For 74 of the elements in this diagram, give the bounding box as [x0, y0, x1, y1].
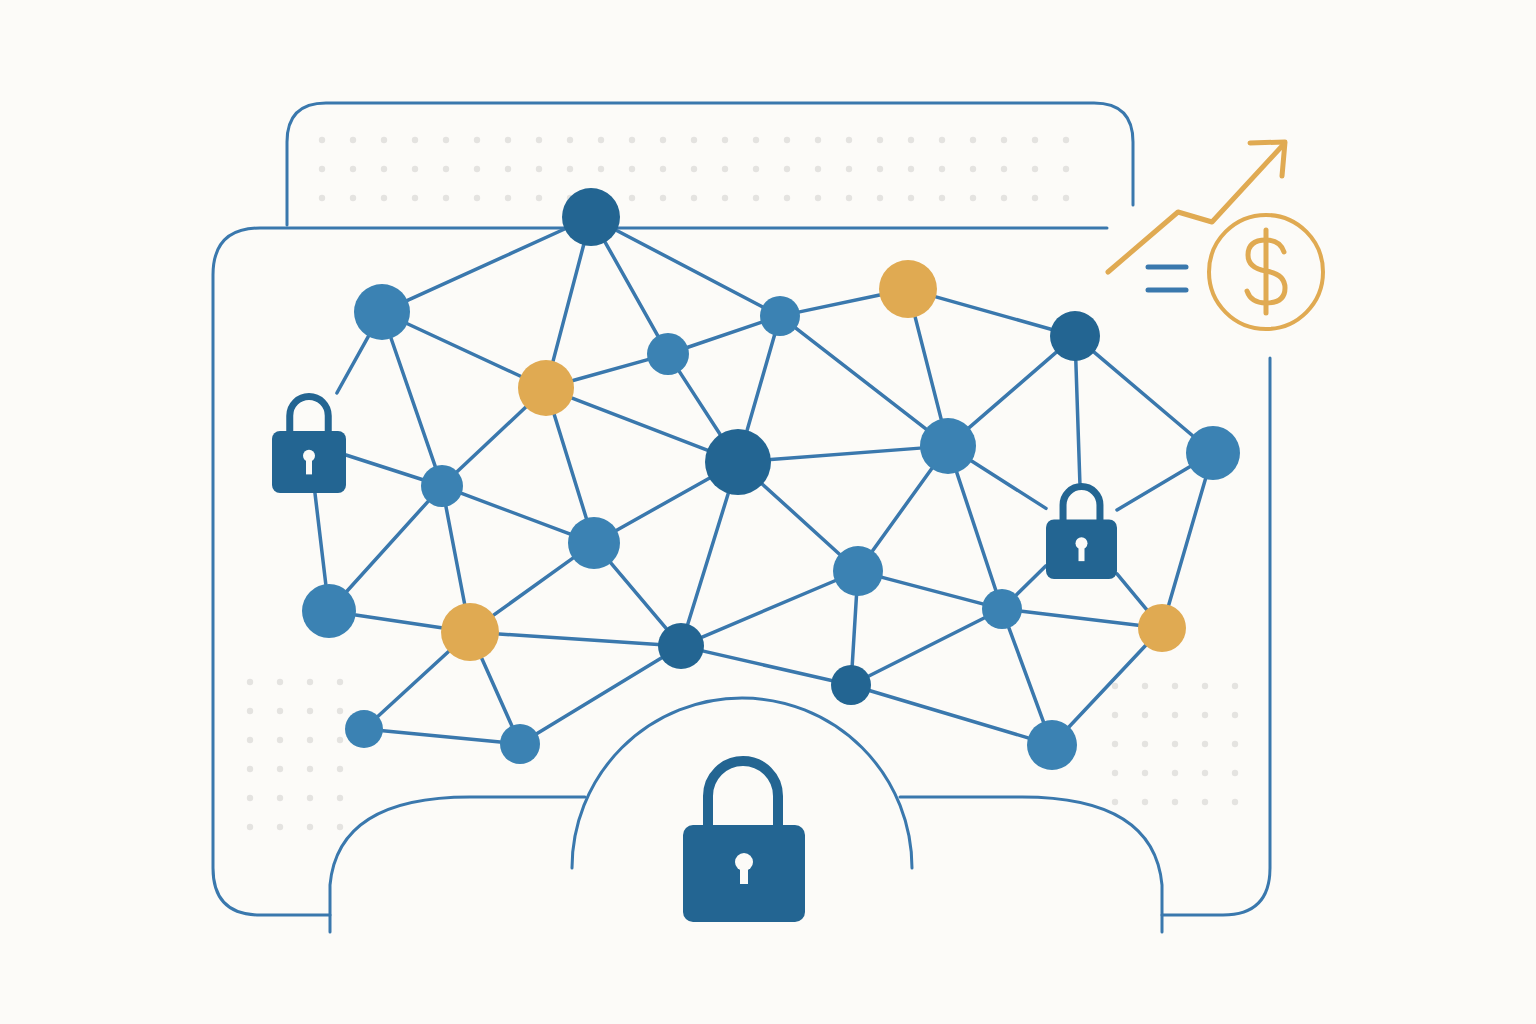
connector-line — [967, 350, 1058, 430]
connector-line — [745, 333, 777, 433]
network-node — [1050, 311, 1100, 361]
connector-line — [614, 476, 711, 532]
connector-line — [677, 369, 722, 437]
connector-line — [551, 243, 586, 363]
connector-line — [868, 688, 1030, 740]
connector-line — [313, 491, 328, 586]
connector-line — [867, 616, 986, 678]
connector-line — [913, 315, 943, 421]
connector-line — [1067, 643, 1148, 729]
connector-line — [552, 413, 589, 520]
connector-line — [1115, 465, 1192, 512]
connector-line — [870, 466, 934, 553]
network-node — [982, 589, 1022, 629]
network-node — [421, 465, 463, 507]
connector-line — [1166, 477, 1208, 607]
network-node — [562, 188, 620, 246]
network-node — [705, 429, 771, 495]
connector-line — [1007, 626, 1046, 724]
network-node — [879, 260, 937, 318]
connector-line — [969, 459, 1048, 511]
connector-line — [570, 396, 709, 452]
connector-line — [335, 334, 371, 395]
network-node — [568, 517, 620, 569]
connector-line — [405, 227, 567, 303]
connector-line — [1092, 350, 1195, 438]
connector-line — [1074, 359, 1082, 485]
padlock-icon — [1046, 483, 1117, 579]
network-node — [833, 546, 883, 596]
network-node — [760, 296, 800, 336]
connector-line — [955, 470, 998, 592]
connector-line — [444, 504, 467, 606]
connector-line — [609, 561, 668, 631]
connector-line — [381, 729, 502, 744]
connector-line — [345, 499, 430, 593]
connector-line — [850, 594, 859, 667]
connector-line — [497, 632, 660, 647]
network-node — [1186, 426, 1240, 480]
padlock-icon — [272, 393, 346, 493]
network-node — [920, 418, 976, 474]
connector-line — [1020, 609, 1140, 627]
connector-line — [760, 482, 842, 556]
connector-line — [405, 322, 523, 378]
connector-line — [535, 656, 664, 736]
connector-line — [480, 656, 514, 728]
connector-line — [700, 579, 837, 639]
connector-line — [769, 446, 922, 462]
network-node — [831, 665, 871, 705]
connector-line — [459, 491, 572, 536]
connector-line — [571, 357, 650, 383]
connector-line — [686, 491, 730, 626]
connector-line — [880, 575, 985, 606]
connector-line — [686, 320, 763, 349]
network-node — [354, 284, 410, 340]
network-node — [302, 584, 356, 638]
network-node — [345, 710, 383, 748]
connector-line — [455, 405, 528, 474]
network-node — [1027, 720, 1077, 770]
network-node — [500, 724, 540, 764]
connector-line — [1014, 564, 1048, 597]
network-node — [518, 360, 574, 416]
connector-line — [376, 649, 451, 718]
network-node — [658, 623, 704, 669]
network-node — [647, 333, 689, 375]
connector-line — [794, 326, 928, 431]
connector-line — [934, 295, 1053, 331]
connector-line — [614, 228, 765, 309]
network-node — [1138, 604, 1186, 652]
network-node — [441, 603, 499, 661]
connector-line — [603, 240, 660, 338]
connector-line — [389, 336, 437, 468]
connector-line — [1115, 572, 1149, 612]
connector-line — [491, 556, 575, 617]
